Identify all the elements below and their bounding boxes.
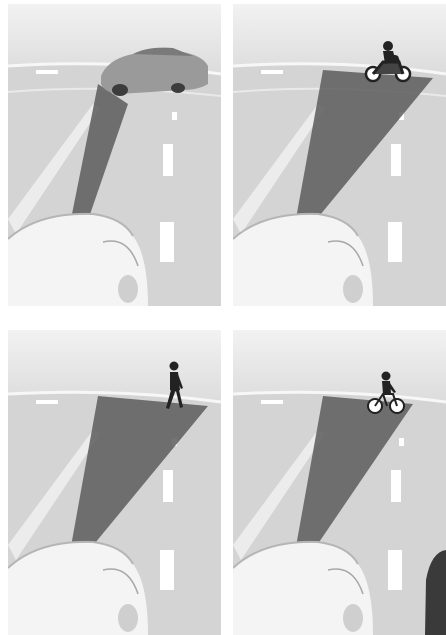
ego-car	[8, 214, 148, 306]
scene-bicycle	[233, 330, 446, 635]
ego-car	[8, 542, 148, 635]
lane-dash	[261, 400, 283, 404]
panel-motorcycle	[233, 4, 446, 306]
lane-dash	[163, 144, 173, 176]
lane-dash	[160, 222, 174, 262]
scene-pedestrian	[8, 330, 221, 635]
lane-dash	[36, 70, 58, 74]
lane-dash	[36, 400, 58, 404]
ego-car	[233, 542, 373, 635]
lane-dash	[172, 112, 177, 120]
lane-dash	[388, 222, 402, 262]
lane-dash	[163, 470, 173, 502]
lane-dash	[261, 70, 283, 74]
lane-dash	[388, 550, 402, 590]
lane-dash	[391, 144, 401, 176]
panel-pedestrian	[8, 330, 221, 635]
ego-car	[233, 214, 373, 306]
lane-dash	[160, 550, 174, 590]
lane-dash	[391, 470, 401, 502]
panel-bicycle	[233, 330, 446, 635]
lane-dash	[399, 438, 404, 446]
panel-car	[8, 4, 221, 306]
scene-motorcycle	[233, 4, 446, 306]
scene-car	[8, 4, 221, 306]
